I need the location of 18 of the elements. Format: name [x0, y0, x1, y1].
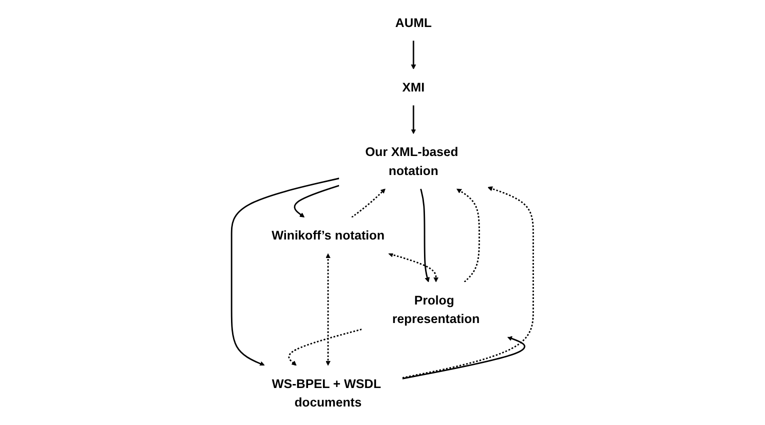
arrow — [388, 252, 439, 282]
arrow — [456, 188, 480, 283]
arrow — [288, 328, 362, 366]
node-text: Prolog representation — [392, 292, 480, 326]
arrow — [326, 253, 331, 366]
arrow — [420, 188, 430, 282]
node-text: Winikoff’s notation — [272, 228, 385, 243]
arrow — [294, 184, 340, 218]
node-text: Our XML-based notation — [365, 144, 458, 178]
arrow — [402, 186, 534, 379]
node-text: XMI — [402, 80, 425, 94]
node-text: WS-BPEL + WSDL documents — [272, 376, 381, 410]
arrow — [411, 105, 416, 134]
arrow — [411, 40, 416, 70]
arrow — [230, 178, 340, 366]
arrow — [402, 336, 526, 380]
node-text: AUML — [395, 15, 432, 30]
arrow — [351, 188, 386, 218]
